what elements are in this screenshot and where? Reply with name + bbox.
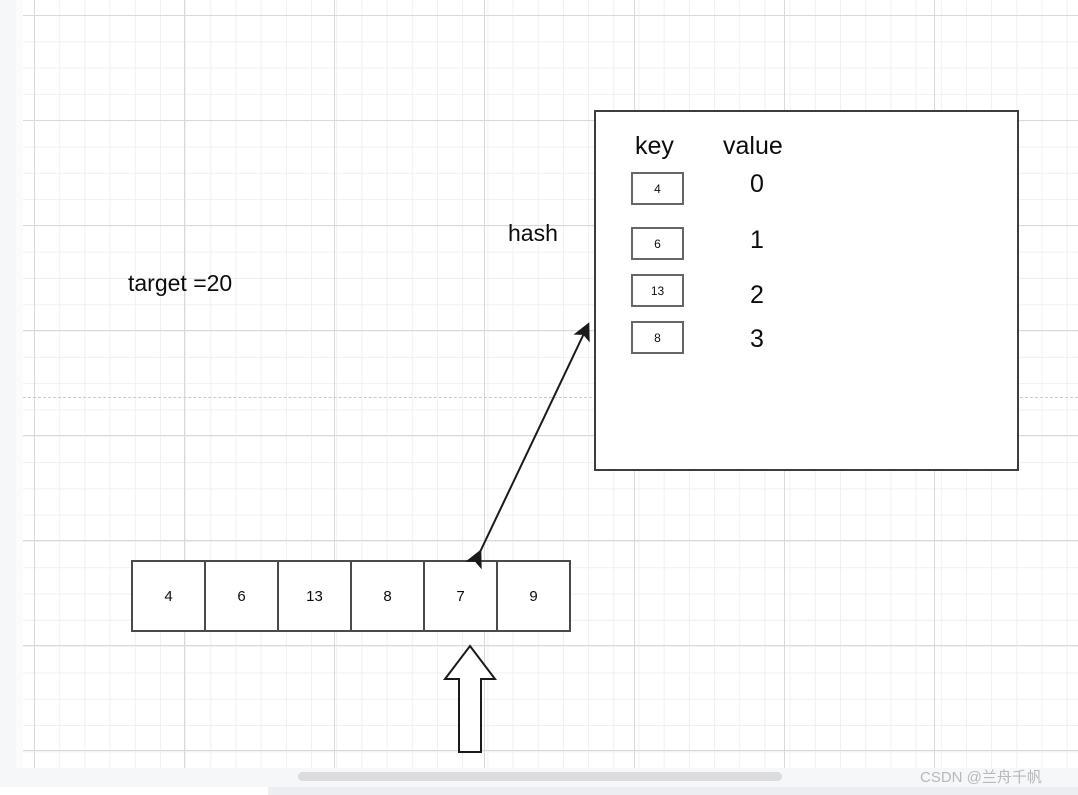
horizontal-scrollbar-thumb[interactable]: [298, 772, 782, 781]
hash-value-text: 1: [750, 226, 764, 254]
hash-label: hash: [508, 220, 558, 246]
array-cell[interactable]: 8: [350, 560, 425, 632]
hash-key-cell[interactable]: 8: [631, 321, 684, 354]
bottom-bar-left-segment: [0, 787, 268, 795]
target-label: target =20: [128, 270, 233, 296]
hash-value-text: 0: [750, 170, 764, 198]
hash-key-cell[interactable]: 6: [631, 227, 684, 260]
watermark-text: CSDN @兰舟千帆: [920, 769, 1042, 786]
value-column-header: value: [723, 132, 783, 160]
left-gutter: [0, 0, 16, 768]
key-column-header: key: [635, 132, 674, 160]
array-cell[interactable]: 9: [496, 560, 571, 632]
array-row: 4 6 13 8 7 9: [131, 560, 571, 632]
vertical-scrollbar-track[interactable]: [16, 0, 38, 768]
array-cell[interactable]: 6: [204, 560, 279, 632]
hash-value-text: 3: [750, 325, 764, 353]
hash-value-text: 2: [750, 281, 764, 309]
bottom-bar: [0, 787, 1078, 795]
hash-key-cell[interactable]: 13: [631, 274, 684, 307]
array-cell[interactable]: 13: [277, 560, 352, 632]
array-cell[interactable]: 7: [423, 560, 498, 632]
array-cell[interactable]: 4: [131, 560, 206, 632]
hash-key-cell[interactable]: 4: [631, 172, 684, 205]
